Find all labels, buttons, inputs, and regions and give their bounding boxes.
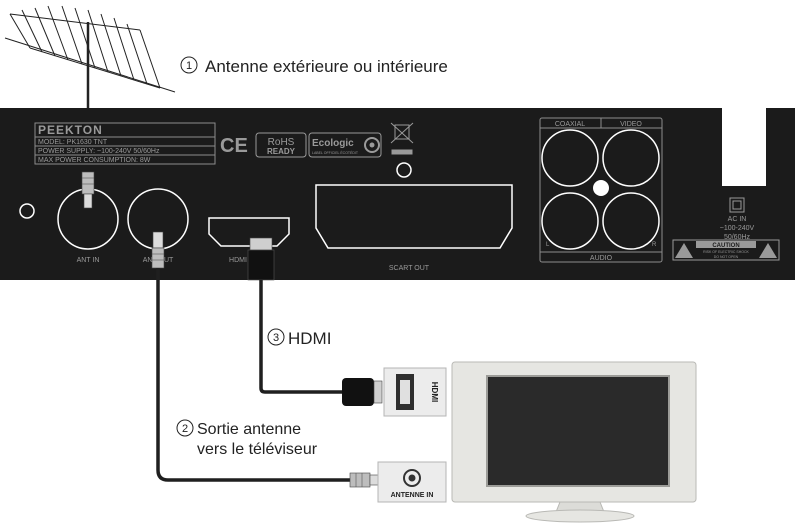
ac-in-socket — [729, 197, 745, 213]
audio-r-label: R — [652, 242, 657, 248]
step3-number: 3 — [273, 332, 279, 344]
television — [451, 361, 697, 523]
ce-mark: CE — [220, 135, 248, 157]
max-power-text: MAX POWER CONSUMPTION: 8W — [38, 157, 151, 164]
hdmi-plug-device — [247, 237, 275, 281]
step3-label: HDMI — [288, 329, 331, 348]
tv-hdmi-port-label: HDMI — [430, 382, 439, 402]
step1-number: 1 — [186, 60, 192, 72]
antenna-out-cable — [156, 268, 352, 482]
audio-label: AUDIO — [590, 255, 613, 262]
audio-left-port — [541, 192, 599, 250]
hdmi-port — [208, 217, 290, 247]
antenna-plug-tv — [349, 472, 383, 488]
audio-l-label: L — [546, 242, 550, 248]
ecologic-subtext: LABEL OFFICIEL ÉCOTÉDIT — [312, 150, 359, 155]
caution-title: CAUTION — [712, 243, 739, 249]
antenna-icon — [4, 5, 176, 118]
brand-logo: PEEKTON — [38, 123, 103, 137]
video-port — [602, 129, 660, 187]
weee-bin-icon — [390, 122, 414, 155]
step2-label-line2: vers le téléviseur — [197, 441, 318, 458]
ac-in-socket-inner — [732, 200, 742, 210]
tv-antenna-port-panel — [377, 461, 447, 503]
ac-voltage-label: ~100-240V — [720, 225, 755, 232]
scart-label: SCART OUT — [389, 265, 430, 272]
video-label: VIDEO — [620, 121, 642, 128]
hdmi-port-label: HDMI — [229, 257, 247, 264]
coaxial-port — [541, 129, 599, 187]
tv-antenna-port-label: ANTENNE IN — [391, 492, 434, 499]
rca-center-dot — [593, 180, 609, 196]
exclamation-warning-icon — [759, 243, 777, 258]
scart-port — [315, 184, 513, 249]
rohs-text: RoHS — [268, 137, 295, 148]
step1-label: Antenne extérieure ou intérieure — [205, 57, 448, 76]
ecologic-icon-dot — [369, 142, 375, 148]
ac-freq-label: 50/60Hz — [724, 234, 751, 241]
model-text: MODEL: PK1630 TNT — [38, 139, 108, 146]
caution-header-bar — [696, 241, 756, 248]
device-info-box — [34, 122, 216, 165]
rohs-badge — [255, 132, 307, 158]
ant-in-coax-plug — [81, 171, 95, 209]
ant-out-coax-plug — [151, 231, 165, 269]
shock-warning-icon — [675, 243, 693, 258]
ant-in-label: ANT IN — [77, 257, 100, 264]
panel-notch — [722, 108, 766, 186]
hdmi-plug-tv — [342, 378, 383, 406]
coaxial-label: COAXIAL — [555, 121, 585, 128]
tv-bezel — [486, 375, 670, 487]
ecologic-badge — [308, 132, 382, 158]
tv-hdmi-port-panel — [383, 367, 447, 417]
receiver-back-panel — [0, 108, 795, 280]
caution-label-box — [672, 239, 780, 261]
tv-screen — [487, 376, 669, 486]
ecologic-text: Ecologic — [312, 138, 354, 149]
step2-label-line1: Sortie antenne — [197, 421, 301, 438]
step2-number-badge — [176, 419, 194, 437]
rohs-ready-text: READY — [267, 147, 296, 156]
left-screw — [19, 203, 35, 219]
tv-stand-base — [525, 509, 635, 523]
ecologic-icon — [364, 137, 380, 153]
hdmi-cable — [259, 280, 342, 394]
caution-line2: DO NOT OPEN — [714, 255, 739, 259]
caution-line1: RISK OF ELECTRIC SHOCK — [703, 250, 749, 254]
step2-number: 2 — [182, 423, 188, 435]
ground-screw — [396, 162, 412, 178]
step3-number-badge — [267, 328, 285, 346]
power-supply-text: POWER SUPPLY: ~100-240V 50/60Hz — [38, 148, 160, 155]
audio-right-port — [602, 192, 660, 250]
step1-number-badge — [180, 56, 198, 74]
ac-in-label: AC IN — [728, 216, 747, 223]
